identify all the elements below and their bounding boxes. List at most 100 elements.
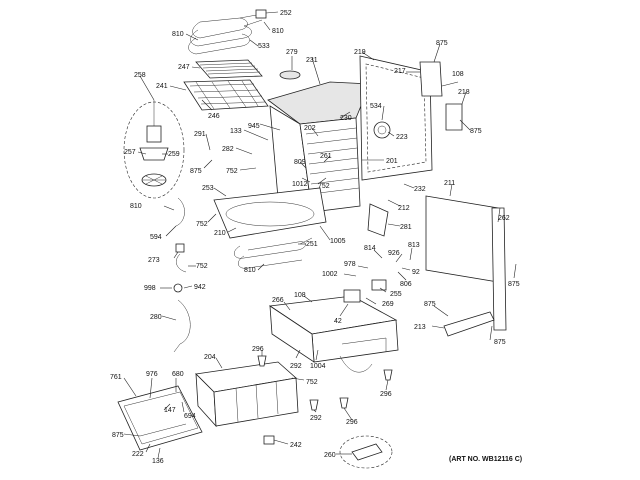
label-752b: 752 [318, 183, 330, 190]
label-594: 594 [150, 234, 162, 241]
part-279 [279, 70, 301, 80]
label-230: 230 [340, 115, 352, 122]
label-875f: 875 [494, 339, 506, 346]
label-978: 978 [344, 261, 356, 268]
bracket-281 [367, 203, 389, 237]
side-panel-211 [425, 195, 499, 283]
broil-element [188, 9, 267, 55]
storage-drawer [195, 361, 299, 428]
label-281: 281 [400, 224, 412, 231]
label-218: 218 [458, 89, 470, 96]
label-1012: 1012 [292, 181, 308, 188]
label-296b: 296 [380, 391, 392, 398]
label-875c: 875 [190, 168, 202, 175]
label-241: 241 [156, 83, 168, 90]
label-761: 761 [110, 374, 122, 381]
label-259: 259 [168, 151, 180, 158]
label-242: 242 [290, 442, 302, 449]
label-133: 133 [230, 128, 242, 135]
label-976: 976 [146, 371, 158, 378]
label-292b: 292 [310, 415, 322, 422]
label-232: 232 [414, 186, 426, 193]
label-1005: 1005 [330, 238, 346, 245]
label-875a: 875 [436, 40, 448, 47]
label-213: 213 [414, 324, 426, 331]
label-260: 260 [324, 452, 336, 459]
label-211: 211 [444, 180, 455, 187]
label-752a: 752 [226, 168, 238, 175]
label-280: 280 [150, 314, 162, 321]
label-875d: 875 [508, 281, 520, 288]
label-809: 809 [294, 159, 306, 166]
convection-fan-assembly [123, 100, 185, 199]
label-217: 217 [394, 68, 406, 75]
label-810a: 810 [272, 28, 284, 35]
label-261: 261 [320, 153, 332, 160]
label-752d: 752 [196, 263, 208, 270]
label-875e: 875 [424, 301, 436, 308]
label-147: 147 [164, 407, 176, 414]
label-202: 202 [304, 125, 316, 132]
part-242 [263, 435, 275, 445]
label-810d: 810 [244, 267, 256, 274]
label-945: 945 [248, 123, 260, 130]
label-210: 210 [214, 230, 226, 237]
label-810b: 810 [172, 31, 184, 38]
bake-element [213, 187, 327, 269]
label-291: 291 [194, 131, 206, 138]
label-998: 998 [144, 285, 156, 292]
label-534: 534 [370, 103, 382, 110]
label-814: 814 [364, 245, 376, 252]
label-296c: 296 [346, 419, 358, 426]
label-296a: 296 [252, 346, 264, 353]
label-875g: 875 [112, 432, 124, 439]
part-260-inset [339, 435, 393, 469]
label-212: 212 [398, 205, 410, 212]
label-219: 219 [354, 49, 366, 56]
rail-213 [443, 311, 495, 337]
label-231: 231 [306, 57, 318, 64]
label-1002: 1002 [322, 271, 338, 278]
label-813: 813 [408, 242, 420, 249]
label-752c: 752 [196, 221, 208, 228]
label-875b: 875 [470, 128, 482, 135]
label-222: 222 [132, 451, 144, 458]
label-255: 255 [390, 291, 402, 298]
label-292a: 292 [290, 363, 302, 370]
label-942: 942 [194, 284, 206, 291]
label-680: 680 [172, 371, 184, 378]
label-253: 253 [202, 185, 214, 192]
label-251: 251 [306, 241, 318, 248]
leveling-legs [257, 355, 393, 411]
label-694: 694 [184, 413, 196, 420]
wire-594 [175, 197, 185, 227]
label-266: 266 [272, 297, 284, 304]
label-810c: 810 [130, 203, 142, 210]
probe-parts [173, 243, 191, 353]
label-752e: 752 [306, 379, 318, 386]
label-257: 257 [124, 149, 136, 156]
label-246: 246 [208, 113, 220, 120]
callout-lines [123, 11, 517, 459]
label-247: 247 [178, 64, 190, 71]
label-1004: 1004 [310, 363, 326, 370]
label-258: 258 [134, 72, 146, 79]
drawer-frame [268, 295, 399, 373]
oven-racks [183, 59, 269, 111]
label-108b: 108 [294, 292, 306, 299]
drawer-front-panel [117, 385, 203, 451]
label-926: 926 [388, 250, 400, 257]
art-number: (ART NO. WB12116 C) [449, 456, 523, 463]
label-42: 42 [334, 318, 342, 325]
label-92: 92 [412, 269, 420, 276]
part-42 [343, 289, 361, 303]
label-273: 273 [148, 257, 160, 264]
label-108a: 108 [452, 71, 464, 78]
label-204: 204 [204, 354, 216, 361]
label-252: 252 [280, 10, 292, 17]
label-223: 223 [396, 134, 408, 141]
label-806: 806 [400, 281, 412, 288]
callout-labels: 252 810 810 533 247 241 246 279 231 219 … [110, 10, 520, 465]
part-255 [371, 279, 387, 291]
